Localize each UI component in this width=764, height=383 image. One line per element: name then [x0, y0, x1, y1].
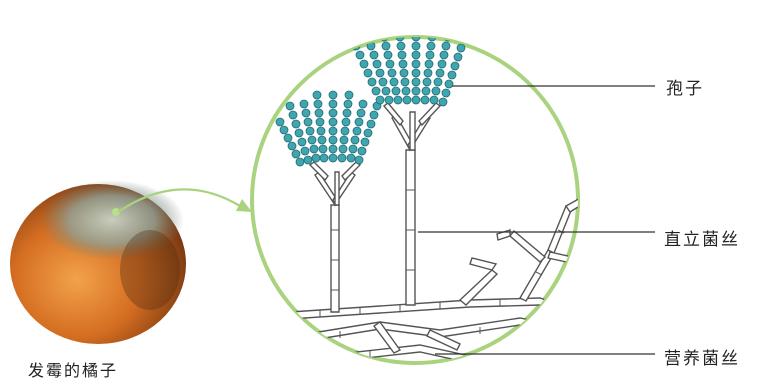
label-moldy-orange: 发霉的橘子 [28, 357, 118, 381]
label-aerial-hyphae: 直立菌丝 [664, 225, 740, 250]
moldy-orange-image [10, 180, 186, 344]
label-spore: 孢子 [666, 74, 704, 99]
label-vegetative-hyphae: 营养菌丝 [664, 344, 740, 369]
